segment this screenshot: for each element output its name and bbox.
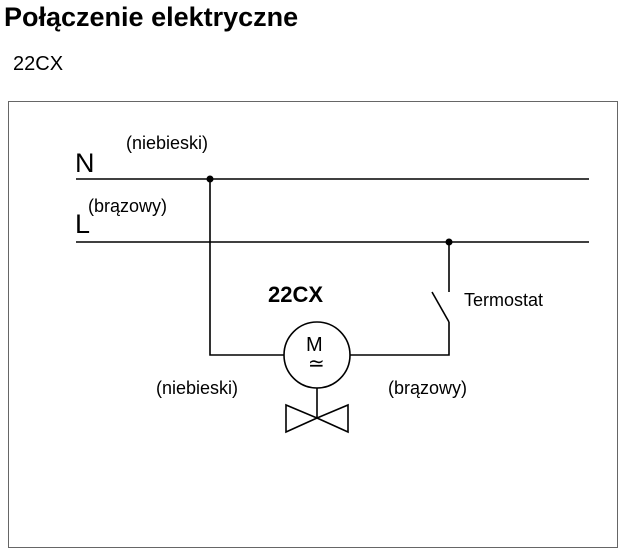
live-letter: L <box>75 209 91 239</box>
left-wire-label: (niebieski) <box>156 378 239 398</box>
motor-symbol: ≃ <box>308 351 325 375</box>
live-wire <box>350 322 450 356</box>
valve-right-triangle <box>314 403 349 434</box>
diagram-frame <box>8 101 618 548</box>
neutral-color-label: (niebieski) <box>126 133 209 153</box>
motor-letter: M <box>306 334 323 356</box>
thermostat-switch <box>431 291 450 323</box>
live-color-label: (brązowy) <box>88 196 168 216</box>
model-label: 22CX <box>268 282 324 307</box>
page-subtitle: 22CX <box>13 53 64 75</box>
thermostat-label: Termostat <box>464 290 544 310</box>
valve-left-triangle <box>285 403 320 434</box>
page-title: Połączenie elektryczne <box>4 2 299 32</box>
right-wire-label: (brązowy) <box>388 378 468 398</box>
neutral-wire <box>209 179 285 356</box>
neutral-letter: N <box>75 148 95 178</box>
